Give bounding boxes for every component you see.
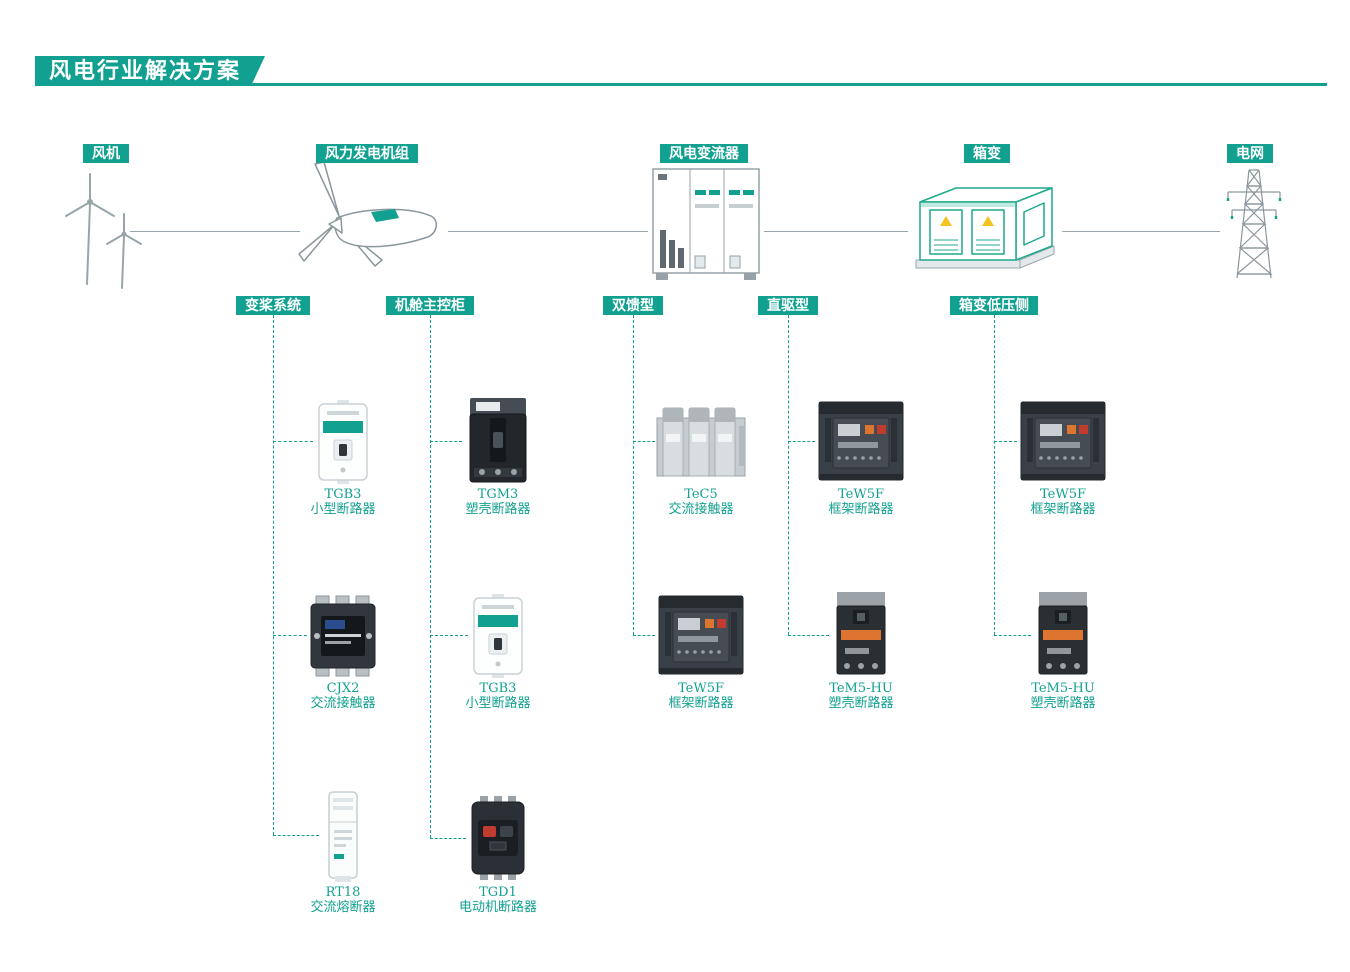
chain-line-1	[130, 231, 300, 232]
branch-badge-lv-side: 箱变低压侧	[950, 296, 1038, 315]
connector-cabinet-1	[430, 441, 462, 442]
product-name: 塑壳断路器	[1030, 696, 1096, 711]
page-title-text: 风电行业解决方案	[49, 58, 242, 83]
chain-line-2	[448, 231, 648, 232]
page-title: 风电行业解决方案	[35, 56, 265, 86]
product-model: TeM5-HU	[829, 681, 893, 696]
transmission-tower-icon	[1222, 162, 1286, 287]
turbine-nacelle-icon	[295, 158, 445, 293]
node-badge-box-transformer: 箱变	[964, 144, 1010, 163]
product-card: RT18 交流熔断器	[278, 788, 408, 916]
branch-badge-nacelle-cabinet: 机舱主控柜	[386, 296, 474, 315]
product-model: RT18	[325, 885, 361, 900]
product-name: 小型断路器	[465, 696, 531, 711]
product-name: 塑壳断路器	[828, 696, 894, 711]
branch-trunk-doubly-fed	[633, 315, 634, 635]
product-name: 小型断路器	[310, 502, 376, 517]
product-model: TeC5	[684, 487, 718, 502]
node-badge-generator-set: 风力发电机组	[316, 144, 418, 163]
branch-trunk-nacelle-cabinet	[430, 315, 431, 838]
wind-turbines-icon	[58, 162, 148, 297]
product-card: TGM3 塑壳断路器	[433, 396, 563, 518]
product-card: TGB3 小型断路器	[433, 594, 563, 712]
product-card: CJX2 交流接触器	[278, 594, 408, 712]
product-model: CJX2	[326, 681, 360, 696]
product-model: TGB3	[479, 681, 517, 696]
connector-doubly-fed-1	[633, 441, 655, 442]
mccb-orange-icon	[1031, 590, 1095, 678]
product-card: TeM5-HU 塑壳断路器	[796, 590, 926, 712]
connector-lv-side-1	[994, 441, 1017, 442]
product-card: TeC5 交流接触器	[636, 400, 766, 518]
connector-cabinet-3	[430, 838, 466, 839]
product-model: TeW5F	[1039, 487, 1086, 502]
fuse-holder-icon	[319, 788, 367, 882]
product-model: TeW5F	[677, 681, 724, 696]
branch-trunk-lv-side	[994, 315, 995, 635]
product-card: TeM5-HU 塑壳断路器	[998, 590, 1128, 712]
ac-contactor-gray-icon	[655, 400, 747, 484]
connector-cabinet-2	[430, 635, 468, 636]
product-card: TGB3 小型断路器	[278, 400, 408, 518]
frame-breaker-icon	[1017, 398, 1109, 484]
chain-line-3	[764, 231, 908, 232]
product-name: 框架断路器	[828, 502, 894, 517]
mcb-white-icon	[313, 400, 373, 484]
product-card: TeW5F 框架断路器	[998, 398, 1128, 518]
connector-direct-drive-1	[788, 441, 815, 442]
mcb-white-icon	[468, 594, 528, 678]
connector-pitch-3	[273, 835, 319, 836]
product-name: 交流熔断器	[310, 900, 376, 915]
product-model: TeW5F	[837, 487, 884, 502]
connector-pitch-2	[273, 635, 307, 636]
branch-badge-pitch-system: 变桨系统	[236, 296, 310, 315]
product-card: TGD1 电动机断路器	[433, 794, 563, 916]
product-name: 电动机断路器	[458, 900, 537, 915]
product-name: 框架断路器	[668, 696, 734, 711]
converter-cabinet-icon	[650, 166, 762, 289]
product-model: TGB3	[324, 487, 362, 502]
connector-lv-side-2	[994, 635, 1031, 636]
product-name: 塑壳断路器	[465, 502, 531, 517]
mccb-dark-icon	[462, 396, 534, 484]
product-model: TGD1	[479, 885, 517, 900]
branch-trunk-direct-drive	[788, 315, 789, 635]
node-badge-wind-turbine: 风机	[83, 144, 129, 163]
branch-badge-doubly-fed: 双馈型	[603, 296, 663, 315]
connector-doubly-fed-2	[633, 635, 655, 636]
frame-breaker-icon	[655, 592, 747, 678]
product-card: TeW5F 框架断路器	[636, 592, 766, 712]
product-name: 交流接触器	[310, 696, 376, 711]
connector-pitch-1	[273, 441, 313, 442]
title-underline	[35, 83, 1327, 86]
product-model: TeM5-HU	[1031, 681, 1095, 696]
mccb-orange-icon	[829, 590, 893, 678]
product-name: 交流接触器	[668, 502, 734, 517]
ac-contactor-dark-icon	[307, 594, 379, 678]
node-badge-power-grid: 电网	[1227, 144, 1273, 163]
product-name: 框架断路器	[1030, 502, 1096, 517]
branch-trunk-pitch-system	[273, 315, 274, 835]
product-model: TGM3	[477, 487, 519, 502]
motor-breaker-icon	[466, 794, 530, 882]
product-card: TeW5F 框架断路器	[796, 398, 926, 518]
connector-direct-drive-2	[788, 635, 829, 636]
frame-breaker-icon	[815, 398, 907, 484]
branch-badge-direct-drive: 直驱型	[758, 296, 818, 315]
node-badge-converter: 风电变流器	[660, 144, 748, 163]
box-transformer-icon	[910, 172, 1060, 282]
chain-line-4	[1062, 231, 1220, 232]
